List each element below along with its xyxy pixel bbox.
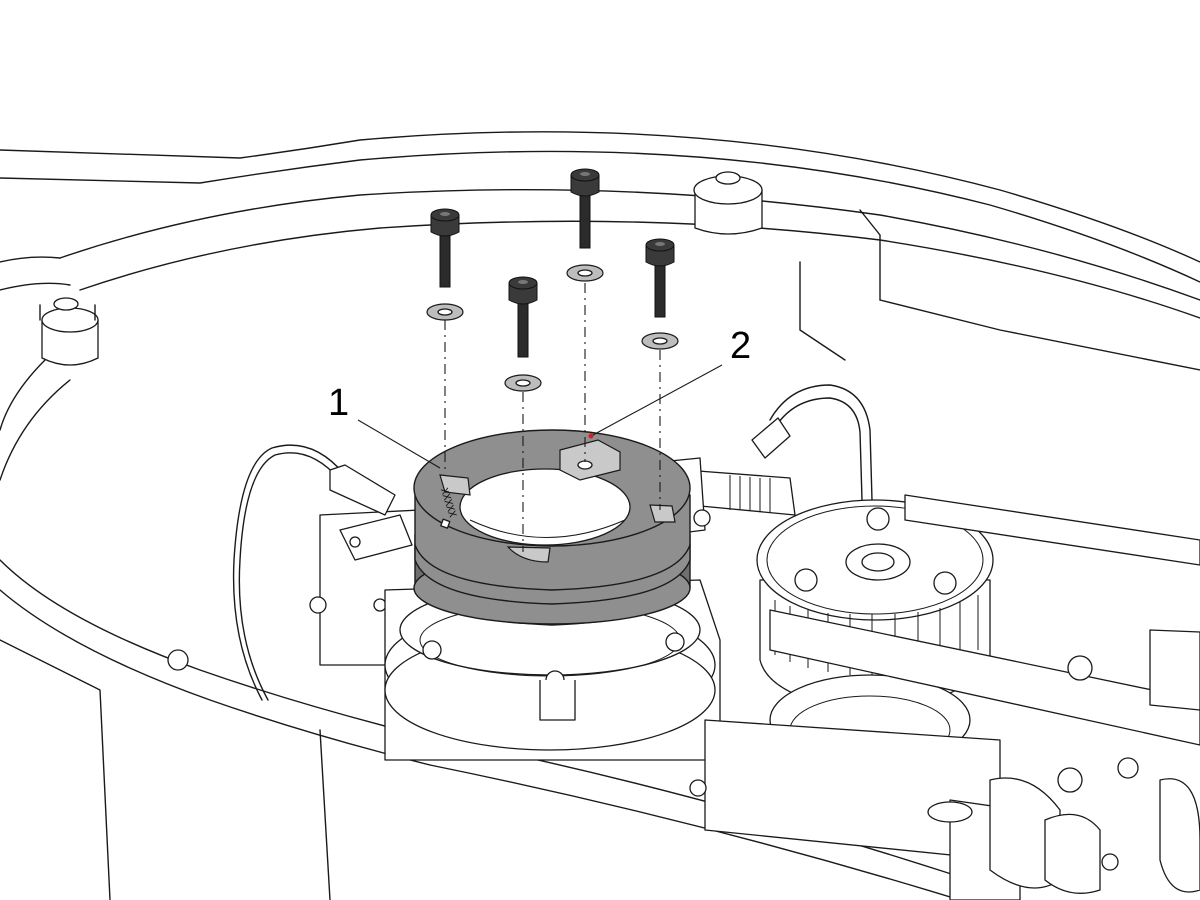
washers	[426, 264, 679, 392]
ring-adapter: XXXXX	[413, 429, 691, 626]
washer-2	[504, 374, 542, 392]
callout-1: 1	[328, 382, 441, 469]
washer-3	[566, 264, 604, 282]
alignment-lines	[444, 283, 661, 552]
screw-2	[508, 276, 538, 358]
callout-1-label: 1	[328, 382, 349, 424]
mounting-boss-right	[693, 171, 763, 235]
callout-2: 2	[592, 325, 751, 436]
lower-right-mechanism	[689, 629, 1200, 900]
screw-4	[645, 238, 675, 318]
screw-1	[430, 208, 460, 288]
sensor-cable-left	[232, 444, 413, 701]
mounting-boss-left	[39, 297, 99, 366]
callout-2-label: 2	[730, 325, 751, 367]
washer-4	[641, 332, 679, 350]
screw-3	[570, 168, 600, 249]
drive-belt	[769, 494, 1200, 746]
alignment-marker	[588, 433, 594, 439]
washer-1	[426, 303, 464, 321]
screws	[430, 168, 675, 358]
